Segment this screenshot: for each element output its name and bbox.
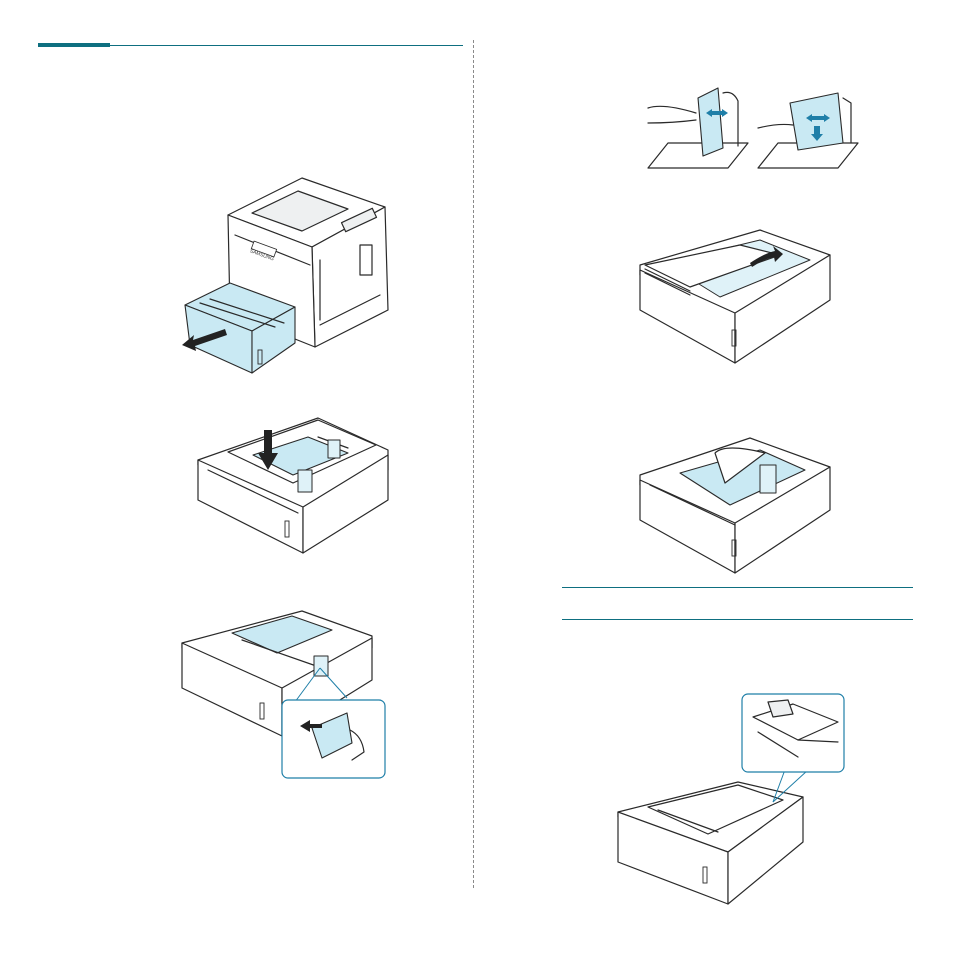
paper-loaded-tray-illustration	[640, 435, 835, 575]
section-header-bar	[38, 43, 110, 47]
paper-insert-tray-illustration	[640, 225, 835, 365]
section-header-rule	[110, 45, 463, 46]
note-top-rule	[562, 587, 913, 588]
note-bottom-rule	[562, 619, 913, 620]
printer-tray-pull-out-illustration: SAMSUNG	[180, 175, 395, 380]
tray-length-guide-adjust-illustration	[182, 608, 387, 780]
tray-plate-push-down-illustration	[198, 415, 388, 560]
paper-fan-flex-illustration	[648, 88, 858, 178]
column-divider	[473, 40, 474, 888]
paper-height-limit-detail-illustration	[618, 692, 848, 907]
